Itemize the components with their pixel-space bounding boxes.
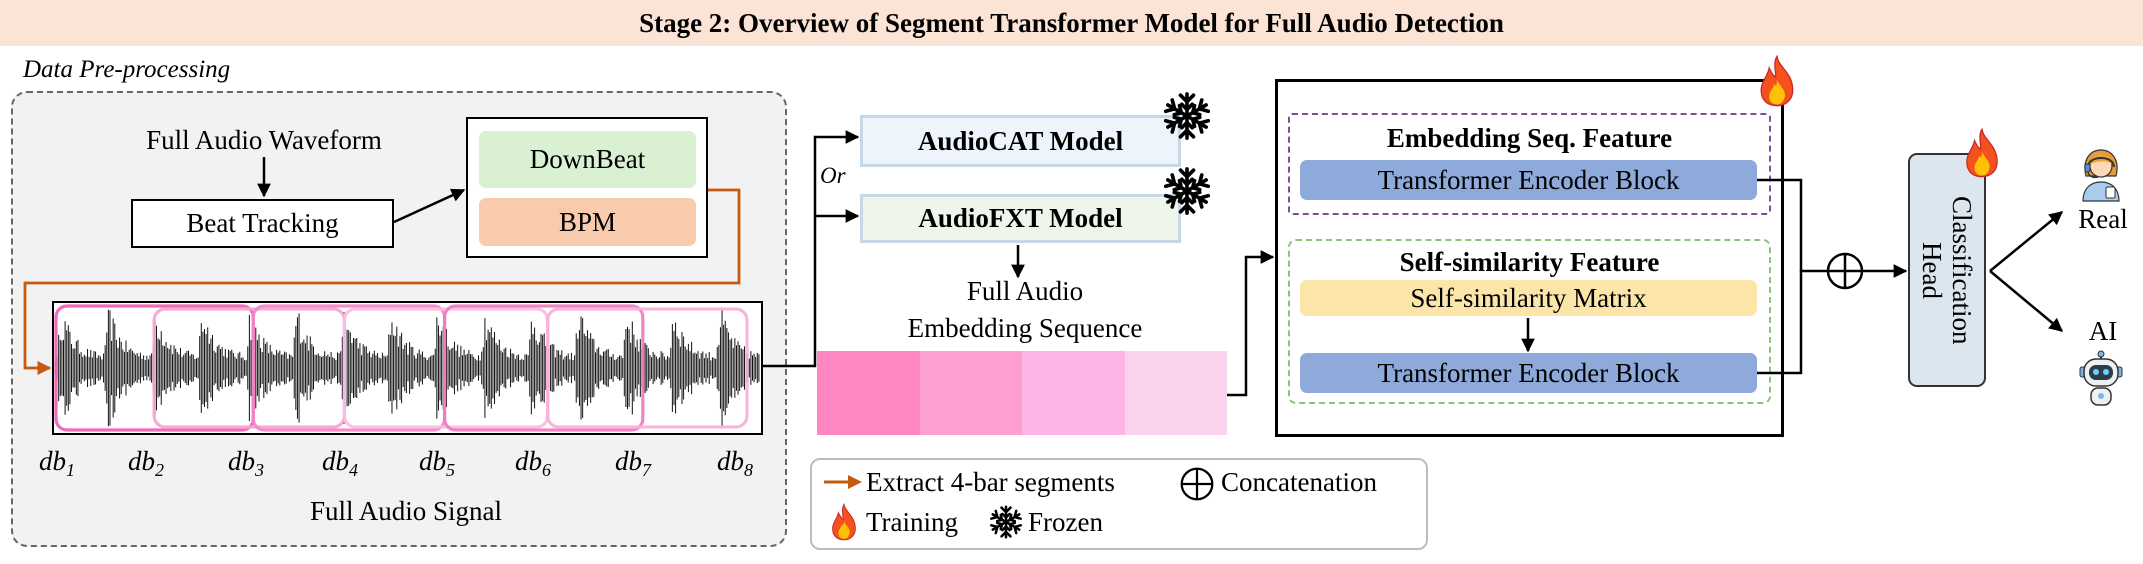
embedding-segment [1022,351,1125,435]
diagram-title: Stage 2: Overview of Segment Transformer… [639,8,1504,38]
classification-head-label: Classification Head [1917,196,1977,344]
legend-concat-label: Concatenation [1221,467,1377,497]
arrow-head-to-real [1989,211,2064,272]
downbeat-label: db6 [515,446,551,480]
embedding-sequence-bar [817,351,1227,435]
preprocessing-label: Data Pre-processing [23,56,231,83]
audio-signal-label: Full Audio Signal [309,496,503,526]
self-similarity-matrix-box: Self-similarity Matrix [1300,280,1757,316]
downbeat-box: DownBeat [479,131,696,188]
fire-icon [1961,128,2003,178]
human-agent-icon [2076,146,2126,202]
legend [810,458,1428,550]
audiocat-model-box: AudioCAT Model [860,115,1181,167]
ai-label: AI [2088,316,2118,346]
downbeat-label: db2 [128,446,164,480]
or-label: Or [820,163,846,188]
embedding-segment [817,351,920,435]
legend-extract-label: Extract 4-bar segments [866,467,1115,497]
real-label: Real [2078,204,2128,234]
circle-plus-icon [1826,252,1864,290]
downbeat-label: db8 [717,446,753,480]
fire-icon [1755,55,1799,107]
waveform-label: Full Audio Waveform [146,125,382,155]
arrow-sequence-to-transformer [1227,250,1275,397]
audiofxt-model-box: AudioFXT Model [860,194,1181,243]
downbeat-label: db7 [615,446,651,480]
embedding-sequence-label: Embedding Sequence [907,313,1143,343]
circle-plus-icon [1179,466,1215,502]
downbeat-label: db3 [228,446,264,480]
self-similarity-feature-title: Self-similarity Feature [1399,247,1660,277]
arrow-head-to-ai [1989,270,2064,332]
classification-head: Classification Head [1908,153,1986,387]
snowflake-icon [1161,90,1213,142]
transformer-encoder-block: Transformer Encoder Block [1300,160,1757,200]
embedding-feature-title: Embedding Seq. Feature [1386,123,1673,153]
snowflake-icon [988,504,1024,540]
classification-head-line: Classification [1947,195,1977,345]
beat-tracking-box: Beat Tracking [131,199,394,248]
fire-icon [829,503,859,541]
classification-head-line: Head [1917,241,1947,299]
extract-arrow-icon [822,472,864,492]
embedding-segment [919,351,1022,435]
transformer-encoder-block: Transformer Encoder Block [1300,353,1757,393]
embedding-sequence-label: Full Audio [966,276,1084,306]
audio-waveform [52,301,763,435]
downbeat-label: db4 [322,446,358,480]
downbeat-label: db1 [39,446,75,480]
bpm-box: BPM [479,198,696,246]
downbeat-label: db5 [419,446,455,480]
embedding-segment [1124,351,1227,435]
robot-icon [2076,350,2126,408]
embedding-feature-panel [1288,113,1771,215]
legend-training-label: Training [866,507,959,537]
waveform-trace [55,308,760,428]
legend-frozen-label: Frozen [1028,507,1103,537]
snowflake-icon [1161,165,1213,217]
waveform-plot [54,304,760,432]
title-bar: Stage 2: Overview of Segment Transformer… [0,0,2143,46]
